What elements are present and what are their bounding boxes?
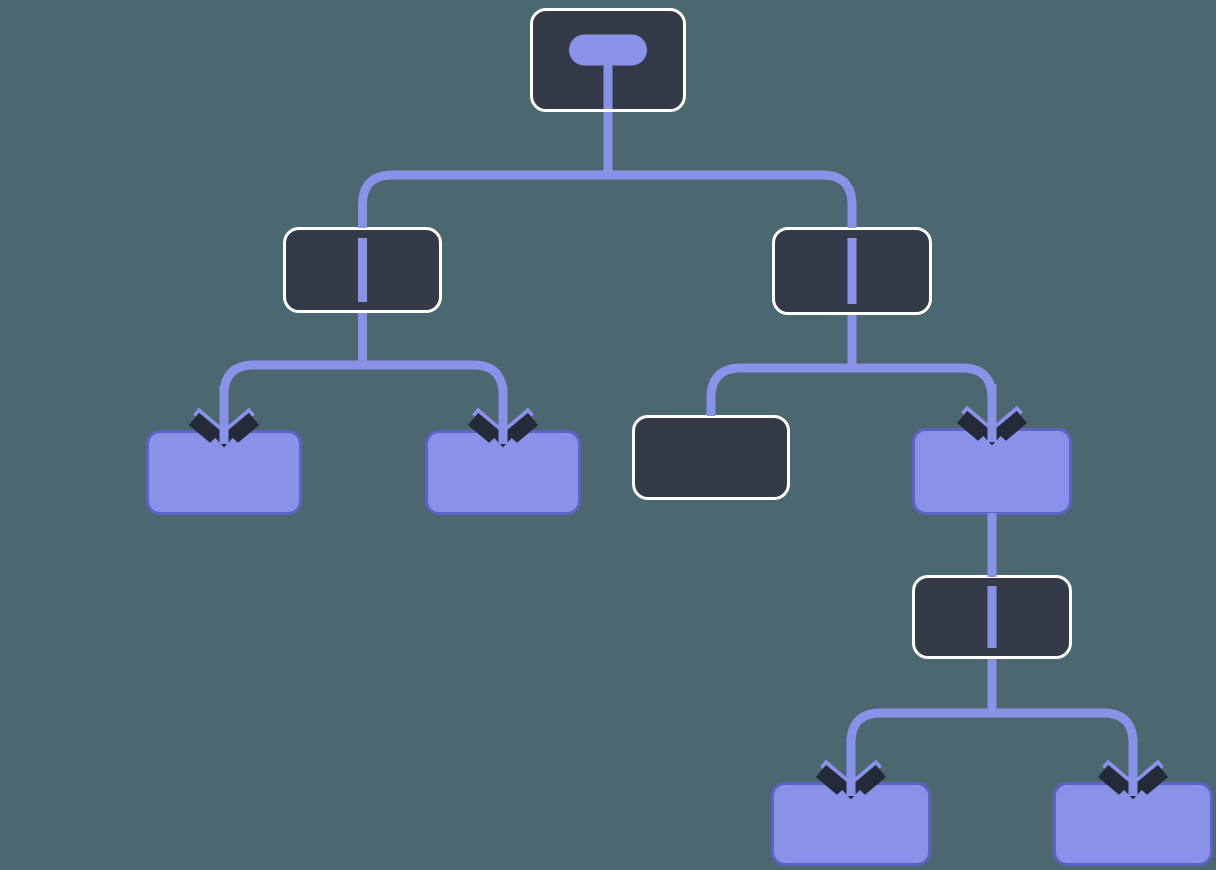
root-node	[530, 8, 686, 112]
branch-node-right	[772, 227, 932, 315]
leaf-node-2	[425, 430, 581, 515]
leaf-node-1	[146, 430, 302, 515]
leaf-node-4	[1053, 782, 1213, 866]
purple-branch-node	[912, 428, 1072, 515]
branch-node-left	[283, 227, 442, 313]
branch-node-bottom	[912, 575, 1072, 659]
dark-leaf-node	[632, 415, 790, 500]
leaf-node-3	[771, 782, 931, 866]
